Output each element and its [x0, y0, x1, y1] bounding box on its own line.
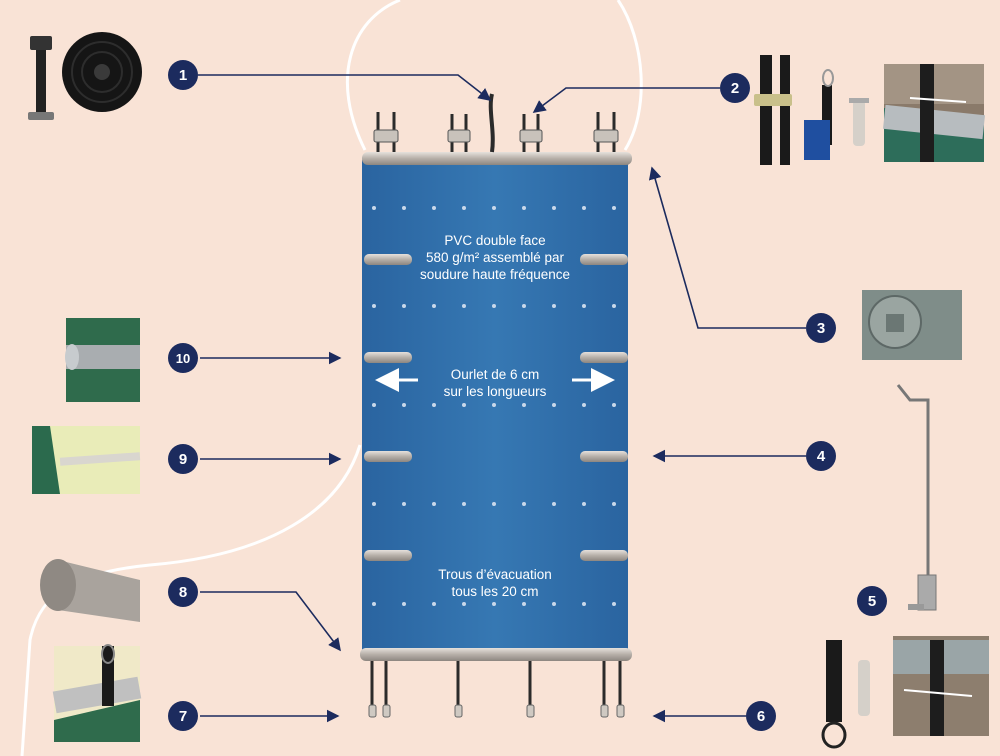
drain-hole: [552, 304, 556, 308]
hem-line-2: sur les longueurs: [443, 384, 547, 399]
drain-hole: [582, 403, 586, 407]
drain-hole: [462, 403, 466, 407]
drain-hole: [372, 502, 376, 506]
drain-hole: [432, 403, 436, 407]
drain-holes: [372, 206, 616, 606]
drain-hole: [552, 502, 556, 506]
leader-1: [198, 74, 492, 101]
drain-hole: [582, 602, 586, 606]
drain-hole: [402, 502, 406, 506]
drain-hole: [432, 206, 436, 210]
drain-hole: [492, 403, 496, 407]
drain-hole: [432, 304, 436, 308]
drain-hole: [552, 602, 556, 606]
drain-hole: [432, 502, 436, 506]
drain-hole: [372, 403, 376, 407]
drain-hole: [552, 403, 556, 407]
badge-5: 5: [857, 586, 887, 616]
material-description: PVC double face 580 g/m² assemblé par so…: [402, 232, 588, 283]
drain-hole: [522, 403, 526, 407]
drain-hole: [522, 502, 526, 506]
leader-2: [532, 87, 720, 113]
drain-hole: [492, 502, 496, 506]
drain-hole: [522, 304, 526, 308]
photo-2-detail: [883, 64, 985, 162]
drain-hole: [492, 602, 496, 606]
material-line-1: PVC double face: [444, 233, 546, 248]
bottom-straps: [370, 661, 622, 705]
drain-hole: [462, 304, 466, 308]
decor-arc-top-left: [345, 0, 401, 151]
strap-and-anchor-icon: [821, 636, 989, 749]
drain-line-2: tous les 20 cm: [451, 584, 539, 599]
strap-hook-icon: [52, 644, 142, 742]
drain-hole: [582, 502, 586, 506]
hem-line-1: Ourlet de 6 cm: [450, 367, 540, 382]
drain-description: Trous d’évacuation tous les 20 cm: [412, 566, 578, 600]
drain-hole: [372, 304, 376, 308]
leader-8: [200, 591, 341, 652]
drain-hole: [372, 206, 376, 210]
drain-hole: [462, 602, 466, 606]
material-line-2: 580 g/m² assemblé par: [425, 250, 565, 265]
badge-9: 9: [168, 444, 198, 474]
badge-4: 4: [806, 441, 836, 471]
drain-hole: [522, 206, 526, 210]
drain-hole: [462, 206, 466, 210]
drain-hole: [462, 502, 466, 506]
material-line-3: soudure haute fréquence: [419, 267, 571, 282]
drain-hole: [432, 602, 436, 606]
drain-hole: [402, 304, 406, 308]
cover-tubes: [364, 254, 628, 561]
drain-hole: [552, 206, 556, 210]
drain-hole: [612, 502, 616, 506]
drain-line-1: Trous d’évacuation: [438, 567, 552, 582]
drain-hole: [402, 206, 406, 210]
drain-hole: [402, 602, 406, 606]
top-straps: [376, 93, 616, 153]
tube-cap-icon: [40, 559, 140, 622]
drain-hole: [522, 602, 526, 606]
badge-1: 1: [168, 60, 198, 90]
badge-3: 3: [806, 313, 836, 343]
drain-hole: [612, 403, 616, 407]
drain-hole: [612, 206, 616, 210]
leader-3: [648, 166, 806, 329]
bottom-anchors: [368, 704, 625, 718]
drain-hole: [402, 403, 406, 407]
reinforced-edge-icon: [32, 426, 141, 494]
drain-hole: [612, 602, 616, 606]
top-tube: [362, 152, 632, 165]
badge-7: 7: [168, 701, 198, 731]
strap-roll-icon: [28, 32, 142, 120]
sleeve-tube-icon: [65, 318, 140, 402]
badge-2: 2: [720, 73, 750, 103]
hem-description: Ourlet de 6 cm sur les longueurs: [420, 366, 570, 400]
drain-hole: [492, 304, 496, 308]
badge-10: 10: [168, 343, 198, 373]
drain-hole: [612, 304, 616, 308]
drain-hole: [582, 304, 586, 308]
drain-hole: [582, 206, 586, 210]
drain-hole: [492, 206, 496, 210]
badge-8: 8: [168, 577, 198, 607]
tube-end-icon: [862, 290, 962, 360]
top-buckles: [373, 129, 619, 143]
drain-hole: [372, 602, 376, 606]
decor-arc-top-right: [616, 0, 643, 151]
ratchet-strap-icon: [754, 55, 869, 165]
crank-handle-icon: [896, 384, 937, 611]
badge-6: 6: [746, 701, 776, 731]
bottom-tube: [360, 648, 632, 661]
